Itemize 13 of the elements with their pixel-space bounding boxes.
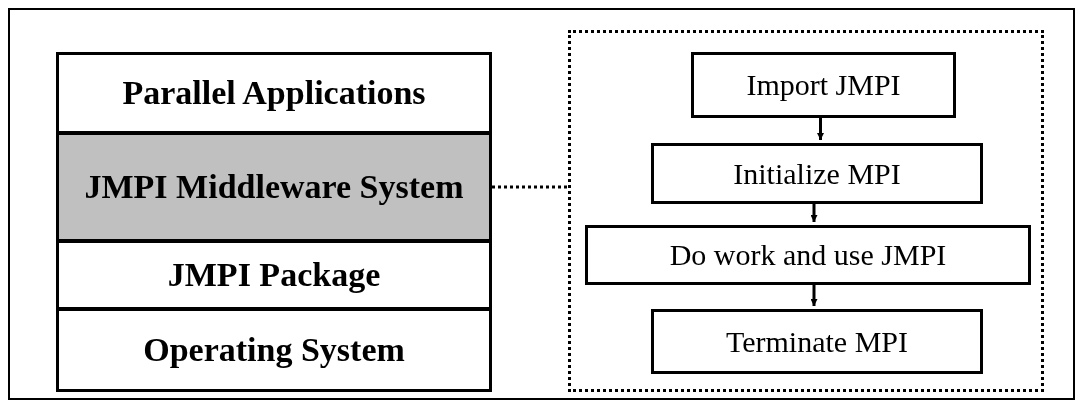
process-box: Terminate MPI (651, 309, 983, 374)
layer-box: JMPI Middleware System (56, 132, 492, 242)
arrow (810, 282, 818, 306)
dotted-container (568, 30, 1044, 392)
arrow (817, 115, 824, 140)
process-box: Initialize MPI (651, 143, 983, 204)
layer-box: Operating System (56, 308, 492, 392)
dotted-connector (492, 185, 568, 189)
process-box: Import JMPI (691, 52, 956, 118)
arrow (810, 201, 818, 222)
layer-box: Parallel Applications (56, 52, 492, 134)
layer-box: JMPI Package (56, 240, 492, 310)
process-box: Do work and use JMPI (585, 225, 1031, 285)
